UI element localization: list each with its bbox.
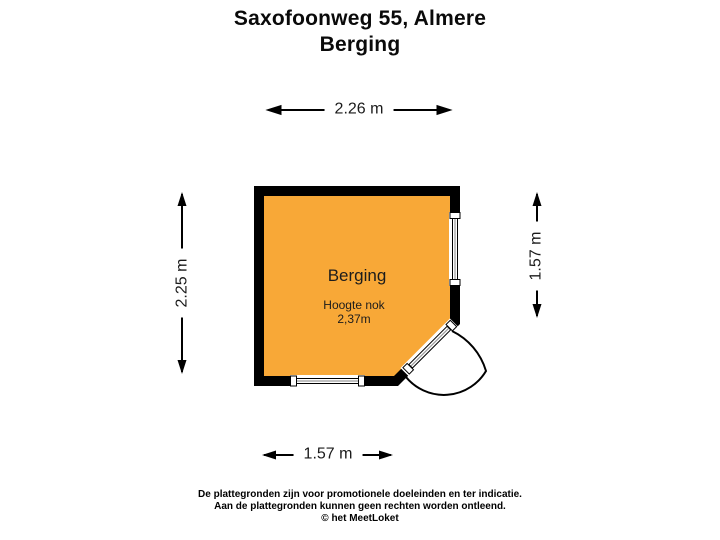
window-bottom-jamb-right [358, 375, 365, 387]
dim-label-right: 1.57 m [526, 221, 548, 291]
window-bottom-jamb-left [290, 375, 297, 387]
dim-label-left: 2.25 m [172, 248, 194, 318]
dim-arrow-right-head-top [532, 192, 542, 206]
dim-arrow-top-head-right [436, 104, 453, 116]
footer-line1: De plattegronden zijn voor promotionele … [198, 489, 522, 500]
dim-label-top: 2.26 m [324, 99, 394, 121]
page-title: Saxofoonweg 55, Almere Berging [0, 6, 720, 58]
room-height-note-line2: 2,37m [337, 312, 371, 326]
footer-line3: © het MeetLoket [321, 513, 399, 524]
dim-arrow-left-head-top [177, 192, 187, 206]
dim-arrow-top-head-left [265, 104, 282, 116]
room-height-note: Hoogte nok 2,37m [264, 298, 444, 326]
footer-line2: Aan de plattegronden kunnen geen rechten… [214, 501, 506, 512]
dim-arrow-bottom-head-left [262, 450, 276, 460]
dim-label-bottom: 1.57 m [293, 444, 363, 466]
window-right-jamb-top [449, 212, 461, 219]
door-swing-arc [405, 330, 488, 396]
dim-arrow-left-head-bottom [177, 360, 187, 374]
dim-arrow-right-head-bottom [532, 304, 542, 318]
room-name-label: Berging [327, 266, 387, 285]
window-right-jamb-bottom [449, 279, 461, 286]
footer-disclaimer: De plattegronden zijn voor promotionele … [0, 489, 720, 525]
window-right-icon [449, 212, 461, 286]
window-bottom-icon [290, 375, 365, 387]
door-leaf-line [410, 327, 449, 367]
door-icon [400, 318, 459, 377]
page-title-room: Berging [319, 33, 401, 56]
dim-arrow-bottom-head-right [379, 450, 393, 460]
page-title-address: Saxofoonweg 55, Almere [233, 7, 487, 30]
room-floor [264, 196, 450, 376]
room-height-note-line1: Hoogte nok [323, 298, 385, 312]
door-jamb-top [445, 319, 458, 332]
